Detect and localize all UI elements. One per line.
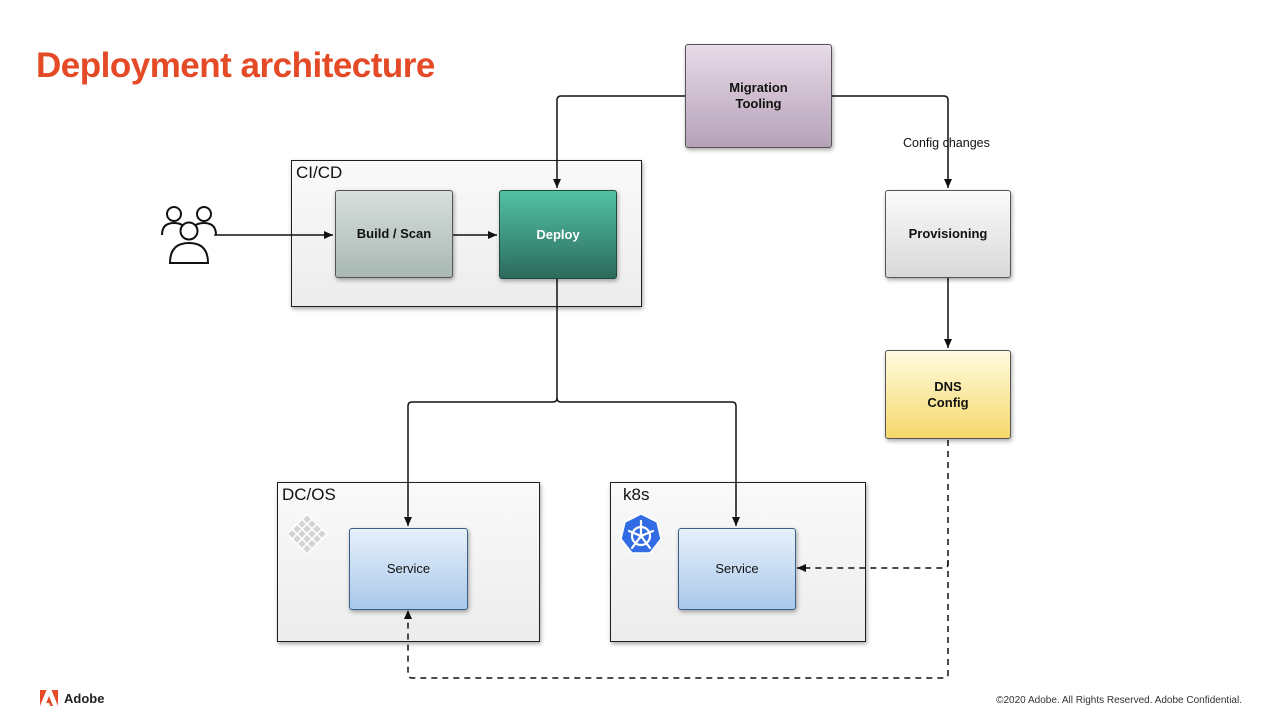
deploy-node: Deploy — [499, 190, 617, 279]
users-icon — [161, 206, 217, 264]
cicd-container-label: CI/CD — [296, 163, 343, 182]
edge-migration-to-provisioning — [832, 95, 952, 188]
kubernetes-logo-icon — [620, 513, 662, 554]
edge-migration-to-deploy — [553, 95, 685, 188]
footer-brand: Adobe — [40, 690, 104, 706]
k8s-container-label: k8s — [623, 485, 650, 504]
config-changes-label: Config changes — [903, 136, 990, 150]
footer-brand-label: Adobe — [64, 690, 105, 706]
dns-config-node: DNS Config — [885, 350, 1011, 439]
slide-title: Deployment architecture — [36, 46, 435, 85]
provisioning-node: Provisioning — [885, 190, 1011, 278]
edge-deploy-trunk — [404, 279, 558, 526]
dcos-logo-icon — [286, 513, 328, 555]
build-scan-node: Build / Scan — [335, 190, 453, 278]
dcos-service-node: Service — [349, 528, 468, 610]
edge-dns-to-k8s-service — [797, 440, 949, 572]
adobe-logo-icon — [40, 690, 58, 706]
k8s-service-node: Service — [678, 528, 796, 610]
edge-dns-to-dcos-service — [404, 560, 949, 679]
footer-copyright: ©2020 Adobe. All Rights Reserved. Adobe … — [996, 695, 1242, 706]
dcos-container-label: DC/OS — [282, 485, 336, 504]
migration-tooling-node: Migration Tooling — [685, 44, 832, 148]
edge-deploy-to-k8s-service — [556, 397, 740, 526]
